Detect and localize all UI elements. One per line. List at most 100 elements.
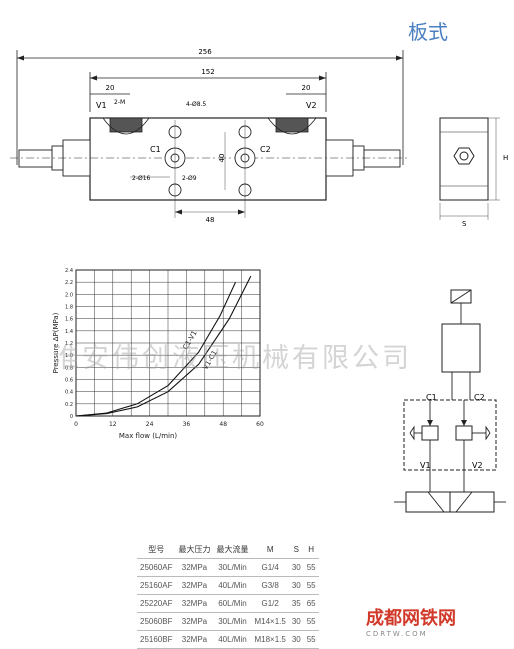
hydraulic-schematic: C1 C2 V1 V2 [394, 289, 506, 513]
table-cell: 40L/Min [213, 576, 252, 595]
schematic-c1-label: C1 [426, 393, 437, 402]
table-cell: 60L/Min [213, 594, 252, 613]
hole-spacing-dim: 48 [206, 216, 215, 224]
valve-housing-outline [403, 399, 497, 471]
table-cell: 25060BF [137, 612, 176, 631]
logo-subtext: CDRTW.COM [366, 630, 428, 638]
col-header: 最大压力 [175, 541, 214, 559]
side-view [439, 117, 500, 220]
width-dim: S [462, 220, 467, 228]
company-watermark: 淮安伟创液压机械有限公司 [52, 343, 412, 374]
y-tick-label: 2.2 [65, 280, 73, 286]
port-c1-label: C1 [150, 145, 161, 154]
series-line-v1-c1 [75, 275, 252, 417]
col-header: M [251, 541, 289, 559]
y-tick-label: 0.6 [65, 378, 73, 384]
port-bore-callout: 2-Ø16 [132, 175, 151, 182]
table-cell: 55 [303, 558, 319, 577]
thread-callout: 2-M [114, 99, 125, 106]
table-row: 25220AF 32MPa 60L/Min G1/2 35 65 [137, 594, 319, 613]
table-cell: 32MPa [175, 558, 214, 577]
left-offset-dim: 20 [106, 84, 115, 92]
port-c2-label: C2 [260, 145, 271, 154]
table-row: 25160BF 32MPa 40L/Min M18×1.5 30 55 [137, 630, 319, 649]
schematic-v2-label: V2 [472, 461, 483, 470]
port-v2-label: V2 [306, 101, 317, 110]
col-header: 最大流量 [213, 541, 252, 559]
y-tick-label: 1.2 [65, 341, 73, 347]
plot-frame [75, 269, 261, 417]
directional-valve-left [405, 491, 451, 513]
table-row: 25160AF 32MPa 40L/Min G3/8 30 55 [137, 576, 319, 595]
overall-length-dim: 256 [198, 48, 212, 56]
pressure-flow-chart: 0 0.2 0.4 0.6 0.8 1.0 1.2 1.4 1.6 1.8 2.0 2.2 2.4 0 12… [52, 268, 264, 440]
logo-text: 成都网铁网 [366, 608, 456, 629]
x-tick-label: 24 [146, 421, 154, 428]
spec-table: 型号 最大压力 最大流量 M S H 25060AF 32MPa 30L/Min… [137, 541, 319, 649]
table-cell: G1/4 [251, 558, 289, 577]
y-tick-label: 1.4 [65, 329, 73, 335]
table-cell: 30 [288, 576, 304, 595]
table-cell: 30 [288, 630, 304, 649]
col-header: 型号 [137, 541, 176, 559]
table-cell: 30 [288, 558, 304, 577]
y-tick-label: 1.0 [65, 353, 73, 359]
port-spacing-dim: 40 [218, 154, 226, 163]
x-tick-label: 48 [219, 421, 227, 428]
table-cell: 55 [303, 630, 319, 649]
x-tick-label: 0 [74, 421, 78, 428]
table-cell: 32MPa [175, 612, 214, 631]
table-cell: 30L/Min [213, 558, 252, 577]
mount-type-label: 板式 [408, 20, 448, 44]
table-cell: 25060AF [137, 558, 176, 577]
x-axis-label: Max flow (L/min) [119, 432, 178, 440]
site-logo: 成都网铁网 CDRTW.COM [366, 604, 506, 638]
y-tick-label: 0 [70, 414, 73, 420]
valve-spool-symbol [441, 323, 481, 373]
col-header: S [288, 541, 304, 559]
table-row: 25060AF 32MPa 30L/Min G1/4 30 55 [137, 558, 319, 577]
x-tick-label: 12 [109, 421, 117, 428]
y-tick-label: 0.2 [65, 402, 73, 408]
table-cell: G3/8 [251, 576, 289, 595]
series-line-c1-v1 [75, 281, 236, 417]
y-tick-label: 1.6 [65, 317, 73, 323]
y-tick-label: 2.4 [65, 268, 73, 274]
table-cell: 55 [303, 612, 319, 631]
y-axis-label: Pressure ΔP(MPa) [52, 312, 60, 373]
y-tick-label: 1.8 [65, 305, 73, 311]
y-tick-label: 0.8 [65, 365, 73, 371]
schematic-c2-label: C2 [474, 393, 485, 402]
schematic-v1-label: V1 [420, 461, 431, 470]
port-v1-label: V1 [96, 101, 107, 110]
table-cell: G1/2 [251, 594, 289, 613]
table-row: 25060BF 32MPa 30L/Min M14×1.5 30 55 [137, 612, 319, 631]
valve-drawing: 256 152 20 20 [10, 48, 508, 228]
table-cell: 32MPa [175, 576, 214, 595]
y-tick-label: 0.4 [65, 390, 73, 396]
table-cell: M18×1.5 [251, 630, 289, 649]
table-cell: 40L/Min [213, 630, 252, 649]
table-cell: 30 [288, 612, 304, 631]
table-cell: 25160BF [137, 630, 176, 649]
table-cell: 32MPa [175, 594, 214, 613]
body-length-dim: 152 [201, 68, 214, 76]
table-cell: M14×1.5 [251, 612, 289, 631]
directional-valve-right [449, 491, 495, 513]
table-cell: 30L/Min [213, 612, 252, 631]
x-tick-label: 36 [183, 421, 191, 428]
col-header: H [303, 541, 319, 559]
bolt-hole-callout: 4-Ø8.5 [186, 101, 206, 108]
table-cell: 65 [303, 594, 319, 613]
table-cell: 25220AF [137, 594, 176, 613]
y-tick-label: 2.0 [65, 292, 73, 298]
table-cell: 25160AF [137, 576, 176, 595]
spec-table-header-row: 型号 最大压力 最大流量 M S H [137, 541, 319, 559]
x-tick-label: 60 [256, 421, 264, 428]
table-cell: 55 [303, 576, 319, 595]
table-cell: 35 [288, 594, 304, 613]
pilot-bore-callout: 2-Ø9 [182, 175, 197, 182]
height-dim: H [503, 154, 508, 162]
right-offset-dim: 20 [302, 84, 311, 92]
